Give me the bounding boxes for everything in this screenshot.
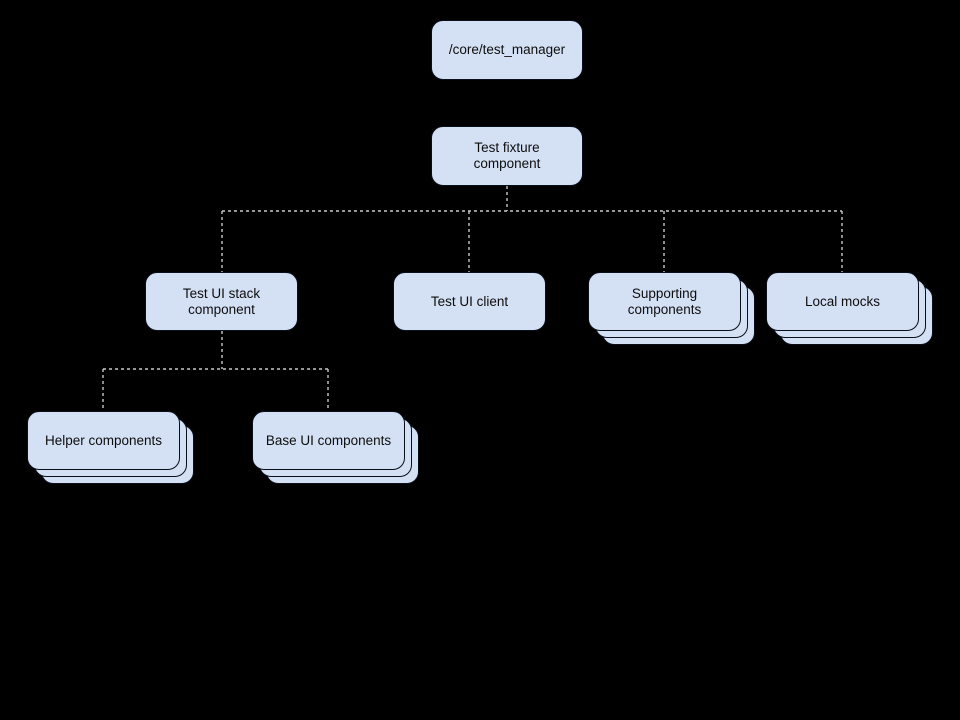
node-label: Test UI client — [393, 272, 546, 331]
node-label: Helper components — [27, 411, 180, 470]
node-label: Test fixture component — [431, 126, 583, 186]
node-supporting-components[interactable]: Supporting components — [588, 272, 755, 345]
node-label: Test UI stack component — [145, 272, 298, 331]
node-test-ui-stack-component[interactable]: Test UI stack component — [145, 272, 298, 331]
node-base-ui-components[interactable]: Base UI components — [252, 411, 419, 484]
node-label: Supporting components — [588, 272, 741, 331]
node-label: /core/test_manager — [431, 20, 583, 80]
node-core-test-manager[interactable]: /core/test_manager — [431, 20, 583, 80]
node-helper-components[interactable]: Helper components — [27, 411, 194, 484]
node-test-fixture-component[interactable]: Test fixture component — [431, 126, 583, 186]
node-test-ui-client[interactable]: Test UI client — [393, 272, 546, 331]
node-label: Base UI components — [252, 411, 405, 470]
node-label: Local mocks — [766, 272, 919, 331]
node-local-mocks[interactable]: Local mocks — [766, 272, 933, 345]
